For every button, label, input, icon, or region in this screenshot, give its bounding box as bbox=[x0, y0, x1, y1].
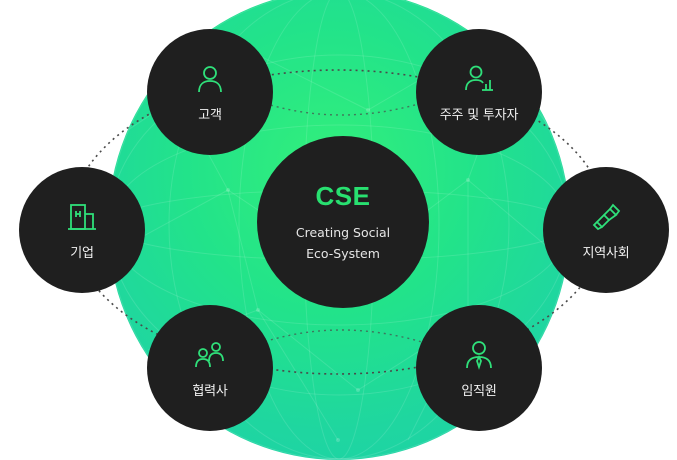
partners-icon bbox=[193, 338, 227, 372]
node-community-label: 지역사회 bbox=[582, 245, 630, 261]
node-customer: 고객 bbox=[147, 29, 273, 155]
building-icon bbox=[65, 200, 99, 234]
node-community: 지역사회 bbox=[543, 167, 669, 293]
person-icon bbox=[193, 62, 227, 96]
node-employees: 임직원 bbox=[416, 305, 542, 431]
node-company: 기업 bbox=[19, 167, 145, 293]
center-title: CSE bbox=[315, 180, 371, 211]
employee-tie-icon bbox=[462, 338, 496, 372]
node-company-label: 기업 bbox=[70, 245, 94, 261]
node-shareholders: 주주 및 투자자 bbox=[416, 29, 542, 155]
community-hands-icon bbox=[589, 200, 623, 234]
node-customer-label: 고객 bbox=[198, 107, 222, 123]
node-partners: 협력사 bbox=[147, 305, 273, 431]
center-subtitle-line1: Creating Social bbox=[295, 224, 391, 240]
node-shareholders-label: 주주 및 투자자 bbox=[439, 107, 519, 123]
node-employees-label: 임직원 bbox=[461, 383, 497, 399]
center-cse-circle: CSE Creating Social Eco-System bbox=[257, 136, 429, 308]
investor-chart-icon bbox=[462, 62, 496, 96]
center-subtitle-line2: Eco-System bbox=[306, 245, 380, 261]
center-subtitle: Creating Social Eco-System bbox=[296, 222, 390, 264]
node-partners-label: 협력사 bbox=[192, 383, 228, 399]
